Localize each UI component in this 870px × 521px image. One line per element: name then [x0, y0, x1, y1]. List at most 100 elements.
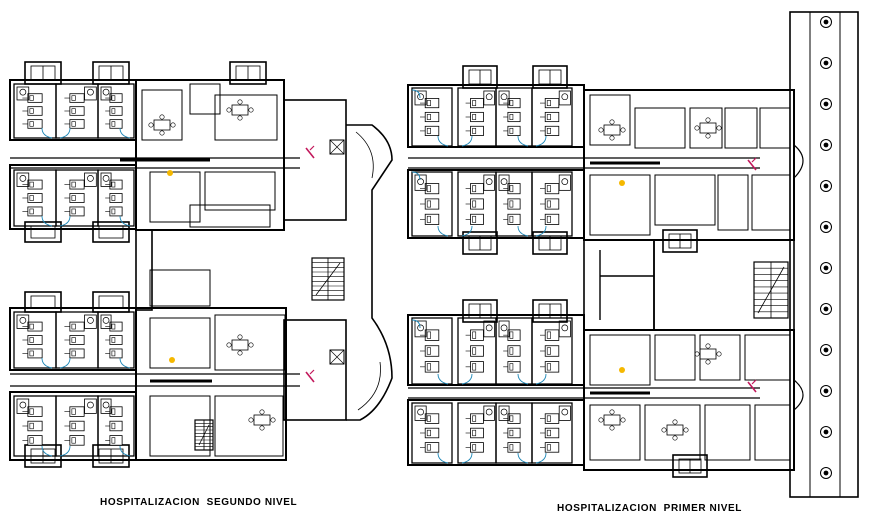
left-plan — [9, 61, 393, 468]
bathroom — [498, 405, 510, 421]
toilet — [500, 408, 508, 416]
stair-core — [462, 231, 498, 255]
bathroom — [84, 172, 97, 187]
bathroom — [414, 405, 427, 421]
patient-room — [531, 402, 573, 464]
dot-marker — [169, 357, 175, 363]
column — [820, 180, 832, 192]
door-swing — [41, 445, 53, 457]
toilet — [102, 317, 110, 324]
bathroom — [483, 405, 495, 421]
patient-room — [13, 311, 57, 369]
bathroom — [558, 405, 571, 421]
column — [820, 426, 832, 438]
patient-room — [457, 171, 497, 237]
meeting-table — [598, 119, 626, 141]
patient-room — [97, 83, 135, 139]
right-plan — [407, 11, 859, 498]
patient-room — [411, 317, 453, 385]
door-swing — [59, 445, 71, 457]
patient-room — [411, 171, 453, 237]
door-swing — [41, 215, 53, 227]
toilet — [102, 88, 110, 96]
toilet — [87, 401, 94, 409]
entrance-arc — [793, 379, 804, 411]
patient-room — [55, 311, 99, 369]
patient-room — [13, 395, 57, 457]
patient-room — [97, 169, 135, 227]
bathroom — [16, 314, 30, 329]
stairs — [311, 257, 345, 301]
patient-room — [55, 169, 99, 227]
external-walkway — [789, 11, 859, 498]
toilet — [500, 93, 508, 101]
patient-room — [97, 311, 135, 369]
door-swing — [535, 452, 547, 464]
toilet — [561, 324, 569, 332]
toilet — [19, 175, 27, 182]
door-swing — [59, 127, 71, 139]
patient-room — [495, 402, 533, 464]
stair-core — [462, 299, 498, 323]
toilet — [500, 178, 508, 185]
patient-room — [13, 169, 57, 227]
door-swing — [119, 357, 131, 369]
patient-room — [531, 171, 573, 237]
bathroom — [414, 90, 427, 106]
door-swing — [535, 225, 547, 237]
patient-room — [97, 395, 135, 457]
door-swing — [59, 357, 71, 369]
patient-room — [55, 395, 99, 457]
left-plan-title: HOSPITALIZACION SEGUNDO NIVEL — [100, 497, 298, 508]
bathroom — [100, 172, 112, 187]
door-swing — [461, 135, 473, 147]
toilet — [485, 408, 493, 416]
column — [820, 16, 832, 28]
door-swing — [461, 225, 473, 237]
bathroom — [558, 174, 571, 191]
patient-room — [411, 87, 453, 147]
patient-room — [531, 317, 573, 385]
door-swing — [437, 452, 449, 464]
meeting-table — [148, 114, 176, 136]
column — [820, 467, 832, 479]
patient-room — [411, 402, 453, 464]
door-swing — [119, 127, 131, 139]
column — [820, 385, 832, 397]
entrance-wing — [346, 124, 393, 421]
door-swing — [535, 135, 547, 147]
toilet — [485, 93, 493, 101]
bathroom — [498, 320, 510, 338]
door-swing — [411, 319, 421, 329]
right-plan-title: HOSPITALIZACION PRIMER NIVEL — [557, 503, 742, 514]
bathroom — [84, 86, 97, 101]
bathroom — [498, 174, 510, 191]
dot-marker — [619, 180, 625, 186]
door-swing — [517, 452, 529, 464]
column — [820, 262, 832, 274]
dot-marker — [619, 367, 625, 373]
toilet — [19, 401, 27, 409]
door-swing — [119, 215, 131, 227]
column — [820, 98, 832, 110]
patient-room — [495, 317, 533, 385]
bathroom — [483, 320, 495, 338]
bathroom — [100, 86, 112, 101]
toilet — [417, 324, 424, 332]
door-swing — [517, 373, 529, 385]
bathroom — [558, 90, 571, 106]
toilet — [19, 317, 27, 324]
bathroom — [414, 174, 427, 191]
door-swing — [437, 373, 449, 385]
toilet — [417, 178, 424, 185]
patient-room — [495, 87, 533, 147]
door-swing — [59, 215, 71, 227]
meeting-table — [226, 334, 254, 356]
bathroom — [100, 398, 112, 414]
meeting-table — [248, 409, 276, 431]
meeting-table — [598, 409, 626, 431]
toilet — [417, 408, 424, 416]
door-swing — [41, 357, 53, 369]
toilet — [417, 93, 424, 101]
door-swing — [517, 135, 529, 147]
